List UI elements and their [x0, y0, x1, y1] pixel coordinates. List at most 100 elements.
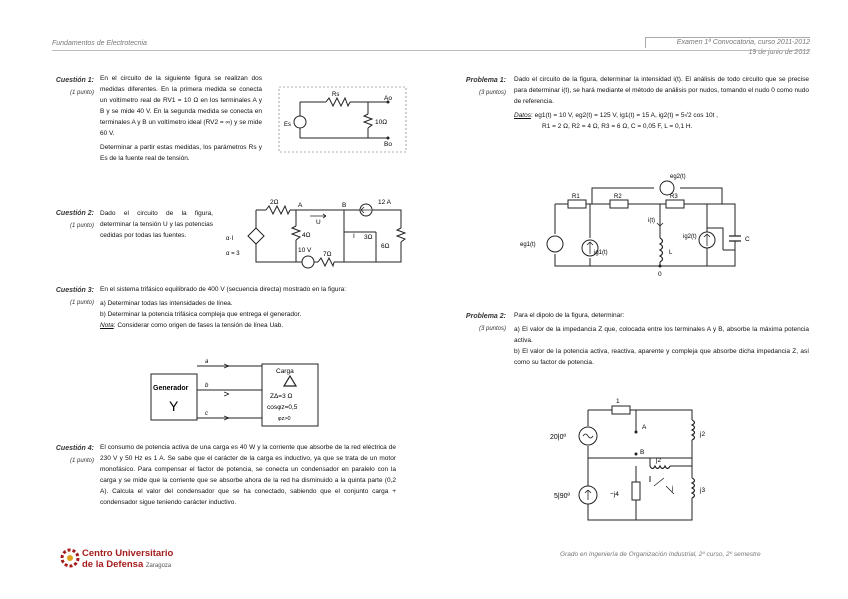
q3-fig-c: c — [205, 411, 208, 417]
q3-fig-phi: φz>0 — [278, 416, 291, 422]
q2-fig-r3: 3Ω — [364, 234, 373, 241]
q4-text: El consumo de potencia activa de una car… — [100, 442, 396, 511]
p1-fig-node0: 0 — [658, 271, 662, 278]
p2-fig-j3: j3 — [699, 487, 705, 494]
q1-label: Cuestión 1: — [55, 77, 94, 84]
p1-fig-eg2: eg2(t) — [670, 174, 686, 180]
p1-fig-ig1: ig1(t) — [594, 250, 608, 256]
p1-fig-r2: R2 — [614, 194, 622, 200]
q2-fig-u: U — [316, 219, 321, 226]
p2-fig-a: A — [642, 424, 647, 431]
logo-line2-text: de la Defensa — [82, 559, 144, 570]
q2-fig-12a: 12 A — [378, 199, 392, 206]
q3-fig-generator: Generador — [153, 385, 189, 392]
p1-text: Dado el circuito de la figura, determina… — [514, 74, 809, 132]
q2-label: Cuestión 2: — [55, 210, 94, 217]
p1-fig-eg1: eg1(t) — [520, 242, 536, 248]
header-exam-date: 19 de junio de 2012 — [748, 49, 811, 56]
p2-item-b: b) El valor de la potencia activa, react… — [514, 348, 809, 366]
q4-label: Cuestión 4: — [55, 445, 94, 452]
p1-data-line1: : eg1(t) = 10 V, eg2(t) = 125 V, ig1(t) … — [530, 112, 718, 119]
p2-dipole-figure: 1 A j2 20|0º B j2 5|90º −j4 j j3 — [550, 398, 705, 521]
q1-circuit-figure: Rs Es Ao Bo 10Ω — [278, 86, 407, 153]
q2-fig-r6: 6Ω — [381, 243, 390, 250]
q1-text: En el circuito de la siguiente figura se… — [100, 73, 262, 167]
q3-fig-b: b — [205, 383, 209, 389]
p1-data-label: Datos — [514, 112, 531, 119]
p2-fig-source2: 5|90º — [554, 493, 570, 500]
q3-paragraph1: En el sistema trifásico equilibrado de 4… — [100, 286, 347, 293]
logo-line2: de la Defensa Zaragoza — [82, 559, 171, 570]
p2-fig-j: j — [671, 485, 673, 492]
q1-paragraph2: Determinar a partir estas medidas, los p… — [100, 144, 262, 162]
logo-line1: Centro Universitario — [82, 548, 174, 559]
p2-fig-j2: j2 — [699, 431, 705, 438]
q1-fig-es: Es — [284, 122, 291, 128]
q2-fig-b: B — [342, 202, 346, 209]
p1-data: Datos: eg1(t) = 10 V, eg2(t) = 125 V, ig… — [514, 110, 809, 132]
logo-city: Zaragoza — [145, 563, 172, 569]
cud-emblem-icon — [60, 548, 80, 568]
p1-paragraph1: Dado el circuito de la figura, determina… — [514, 76, 809, 105]
q2-points: (1 punto) — [69, 223, 94, 229]
p1-circuit-figure: eg2(t) R1 R2 R3 i(t) eg1(t) ig1(t) L ig2… — [520, 174, 750, 278]
p2-text: Para el dipolo de la figura, determinar:… — [514, 310, 809, 368]
q2-fig-a: A — [298, 202, 303, 209]
footer-degree: Grado en Ingeniería de Organización Indu… — [560, 551, 761, 558]
header-exam-info: Examen 1ª Convocatoria, curso 2011-2012 … — [645, 37, 810, 58]
p2-label: Problema 2: — [465, 313, 506, 320]
q3-fig-y: Y — [169, 398, 179, 414]
q2-fig-r2: 2Ω — [270, 199, 279, 206]
q3-note-label: Nota — [100, 322, 114, 329]
q3-points: (1 punto) — [69, 300, 94, 306]
q4-paragraph1: El consumo de potencia activa de una car… — [100, 444, 396, 506]
q2-paragraph1: Dado el circuito de la figura, determina… — [100, 210, 213, 239]
q1-fig-a: Ao — [384, 95, 392, 102]
header-course: Fundamentos de Electrotecnia — [52, 40, 147, 47]
q4-points: (1 punto) — [69, 458, 94, 464]
q1-fig-r10: 10Ω — [375, 119, 387, 126]
q1-fig-rs: Rs — [332, 92, 339, 98]
q3-item-b: b) Determinar la potencia trifásica comp… — [100, 311, 302, 318]
q3-fig-z: ZΔ=3 Ω — [270, 393, 293, 400]
p1-fig-it: i(t) — [648, 218, 655, 224]
q2-fig-alpha-i: α·I — [226, 236, 233, 242]
p2-fig-one: 1 — [616, 398, 620, 405]
q2-fig-10v: 10 V — [298, 247, 312, 254]
q3-label: Cuestión 3: — [55, 287, 94, 294]
q2-fig-r7: 7Ω — [323, 251, 332, 258]
q3-fig-carga: Carga — [276, 368, 294, 375]
q3-fig-a: a — [205, 359, 209, 365]
q3-note-text: : Considerar como origen de fases la ten… — [113, 322, 284, 329]
p1-fig-c: C — [745, 236, 750, 243]
p2-item-a: a) El valor de la impedancia Z que, colo… — [514, 326, 809, 344]
p1-label: Problema 1: — [465, 77, 506, 84]
q2-fig-r4: 4Ω — [302, 232, 311, 239]
q1-fig-b: Bo — [384, 141, 392, 148]
q3-note: Nota: Considerar como origen de fases la… — [100, 320, 396, 331]
p2-fig-source1: 20|0º — [550, 434, 566, 441]
q3-text: En el sistema trifásico equilibrado de 4… — [100, 284, 396, 331]
p1-fig-r1: R1 — [572, 194, 580, 200]
p1-fig-l: L — [669, 250, 673, 256]
q2-circuit-figure: 2Ω A B U 12 A α·I α = 3 4Ω 10 V 7Ω I 3Ω … — [226, 199, 407, 269]
header-exam-line1: Examen 1ª Convocatoria, curso 2011-2012 — [645, 37, 810, 48]
q2-fig-i: I — [353, 233, 355, 240]
q3-item-a: a) Determinar todas las intensidades de … — [100, 300, 233, 307]
q2-text: Dado el circuito de la figura, determina… — [100, 208, 213, 244]
p1-data-line2: R1 = 2 Ω, R2 = 4 Ω, R3 = 6 Ω, C = 0,05 F… — [542, 123, 693, 130]
p2-fig-j2-mutual: j2 — [655, 457, 661, 464]
p2-fig-b: B — [640, 449, 644, 456]
p2-fig-minus-j4: −j4 — [610, 491, 619, 498]
q3-threephase-figure: Generador Y Carga a b c ZΔ=3 Ω cosφz=0,5… — [150, 359, 319, 427]
q1-paragraph1: En el circuito de la siguiente figura se… — [100, 75, 262, 137]
q3-fig-cos: cosφz=0,5 — [267, 404, 298, 411]
q2-fig-alpha: α = 3 — [226, 251, 240, 257]
p1-points: (3 puntos) — [478, 90, 506, 96]
p2-paragraph1: Para el dipolo de la figura, determinar: — [514, 312, 625, 319]
p2-points: (3 puntos) — [478, 326, 506, 332]
q1-points: (1 punto) — [69, 90, 94, 96]
header-divider — [52, 50, 810, 51]
p1-fig-r3: R3 — [670, 194, 678, 200]
p1-fig-ig2: ig2(t) — [683, 234, 697, 240]
